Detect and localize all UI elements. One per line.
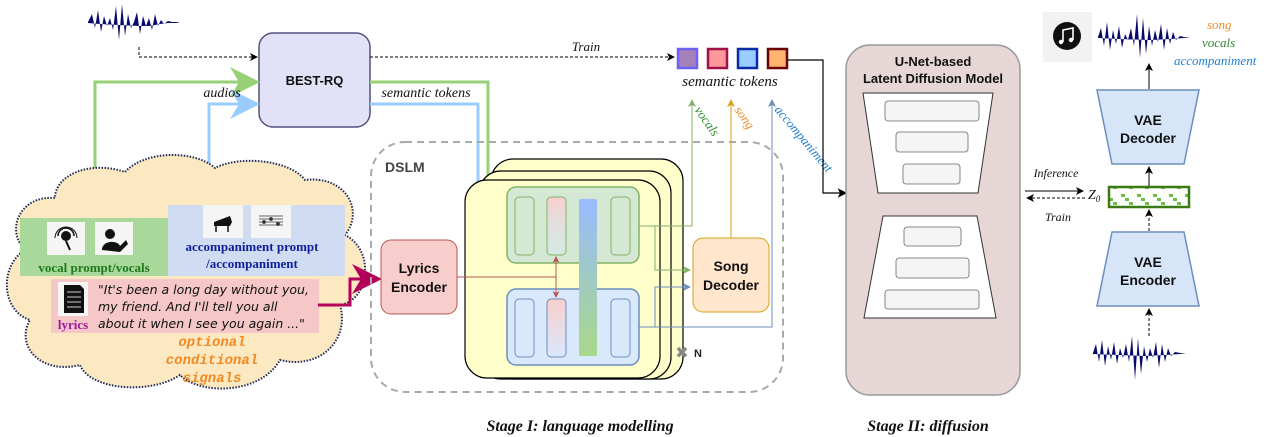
song-branch-label: song [732, 103, 759, 132]
lyrics-label: lyrics [58, 317, 88, 332]
accompaniment-token [736, 47, 759, 70]
latent-label: Z0 [1088, 188, 1101, 204]
input-waveform-top [88, 4, 180, 40]
vae-decoder-label-1: VAE [1134, 112, 1162, 128]
singer-icon [102, 229, 128, 252]
unet-title-1: U-Net-based [895, 54, 972, 69]
semantic-token-row [676, 47, 789, 70]
best-rq-label: BEST-RQ [286, 73, 344, 88]
stage-one-caption: Stage I: language modelling [486, 418, 673, 435]
lyrics-text-2: my friend. And I'll tell you all [98, 299, 278, 314]
repeat-marker: ✖ N [675, 343, 702, 362]
semantic-tokens-label-mid: semantic tokens [381, 86, 471, 101]
vocals-branch-label: vocals [692, 103, 723, 139]
accomp-prompt-label-1: accompaniment prompt [185, 239, 319, 254]
dslm-label: DSLM [385, 159, 425, 175]
shared-attention-column [579, 199, 597, 356]
song-decoder-label-2: Decoder [703, 277, 760, 293]
lyrics-box[interactable]: lyrics "It's been a long day without you… [51, 279, 319, 333]
vocal-prompt-label: vocal prompt/vocals [38, 260, 149, 275]
train-path-to-bestrq [138, 47, 258, 61]
output-vocals-label: vocals [1202, 35, 1235, 50]
lyrics-text-1: "It's been a long day without you, [98, 282, 309, 297]
vocals-branch-block[interactable] [506, 186, 640, 264]
sheet-music-icon [259, 215, 283, 226]
vocals-to-decoder-line [654, 226, 691, 274]
inference-label: Inference [1033, 166, 1080, 180]
audios-label: audios [203, 86, 241, 101]
song-decoder-block[interactable]: Song Decoder [692, 237, 770, 313]
multiply-icon: ✖ [675, 343, 688, 362]
accompaniment-output-line [639, 99, 776, 328]
lyrics-encoder-block[interactable]: Lyrics Encoder [380, 239, 458, 315]
vae-encoder-label-1: VAE [1134, 254, 1162, 270]
vocals-output-line [639, 99, 696, 227]
vae-decoder-label-2: Decoder [1120, 130, 1177, 146]
unet-title-2: Latent Diffusion Model [863, 71, 1003, 86]
dslm-container [370, 141, 784, 393]
microphone-icon [54, 226, 78, 251]
piano-icon [214, 216, 232, 232]
cloud-label-2: conditional [166, 353, 258, 369]
song-token [706, 47, 729, 70]
output-accompaniment-label: accompaniment [1174, 53, 1257, 68]
vae-decoder-block[interactable]: VAE Decoder [1096, 89, 1200, 165]
repeat-count: N [694, 348, 702, 360]
lyrics-encoder-label-1: Lyrics [399, 260, 440, 276]
vae-encoder-block[interactable]: VAE Encoder [1096, 231, 1200, 307]
accomp-prompt-label-2: /accompaniment [205, 256, 298, 271]
cloud-label-3: signals [183, 371, 242, 387]
semantic-tokens-label: semantic tokens [682, 74, 778, 90]
lyrics-text-3: about it when I see you again ..." [98, 316, 305, 331]
vocals-token [676, 47, 699, 70]
best-rq-block[interactable]: BEST-RQ [258, 32, 371, 128]
vae-encoder-label-2: Encoder [1120, 272, 1177, 288]
document-icon [64, 285, 84, 313]
stage-two-caption: Stage II: diffusion [867, 418, 989, 435]
accompaniment-prompt-box[interactable]: accompaniment prompt /accompaniment [168, 205, 345, 276]
unet-ldm-block[interactable]: U-Net-based Latent Diffusion Model [845, 44, 1021, 396]
latent-representation [1107, 185, 1191, 209]
sheet-music-icon-bg [251, 205, 291, 238]
vocal-prompt-box[interactable]: vocal prompt/vocals [20, 218, 168, 276]
train-label-top: Train [572, 39, 600, 54]
music-note-icon [1043, 12, 1092, 62]
input-waveform-bottom [1093, 336, 1186, 380]
tokens-to-unet-arrow [788, 59, 848, 198]
output-song-label: song [1207, 17, 1232, 32]
output-waveform [1098, 14, 1190, 58]
cloud-label-1: optional [178, 335, 245, 351]
train-label-diffusion: Train [1045, 210, 1071, 224]
song-decoder-label-1: Song [714, 258, 749, 274]
lyrics-to-encoder-arrow [318, 264, 382, 307]
accompaniment-branch-block[interactable] [506, 288, 640, 366]
mix-token [766, 47, 789, 70]
accomp-to-decoder-line [654, 283, 691, 327]
lyrics-encoder-label-2: Encoder [391, 279, 448, 295]
